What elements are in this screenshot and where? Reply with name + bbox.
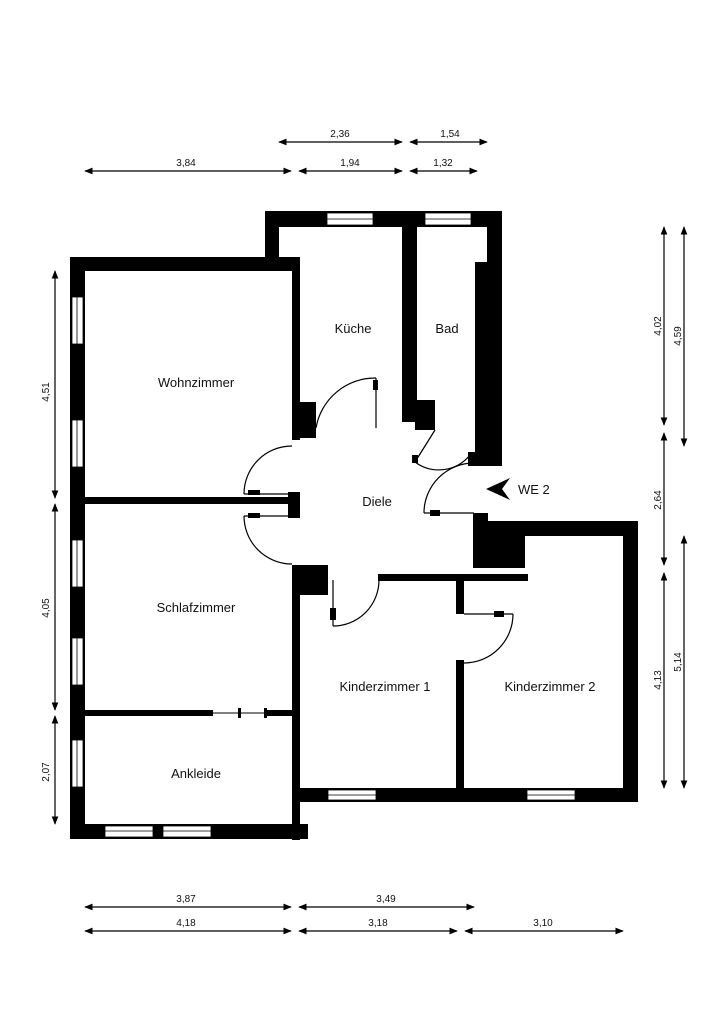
window-schlafzimmer-1 [71,539,84,588]
room-label-diele: Diele [362,494,392,509]
door-arc-schlafzimmer [243,515,293,565]
entrance-marker: WE 2 [486,478,550,500]
door-arc-wohnzimmer [243,445,293,495]
diele-southwest-pier [292,565,328,595]
window-wohnzimmer-1 [71,296,84,345]
window-ankleide-west [71,739,84,788]
bath-east-wall [487,211,502,465]
north-wall-wohnzimmer [70,257,292,271]
dim-label-bottom2-west: 4,18 [176,918,196,929]
bath-south-wall [468,452,502,466]
dim-label-left-wohnzimmer: 4,51 [41,382,52,402]
room-label-kinderzimmer1: Kinderzimmer 1 [339,679,430,694]
dim-label-top2-kueche: 1,94 [340,158,360,169]
door-arc-kueche [315,377,377,429]
kitchen-wall-pier [292,402,316,438]
window-ankleide-south-2 [162,825,212,838]
kinder-divider-upper [456,574,464,614]
dim-label-left-ankleide: 2,07 [41,762,52,782]
dim-label-right-inner-1: 4,02 [653,316,664,336]
room-label-kinderzimmer2: Kinderzimmer 2 [504,679,595,694]
entrance-arrow-icon [486,478,510,500]
dim-label-right-outer-2: 5,14 [673,652,684,672]
window-schlafzimmer-2 [71,637,84,686]
north-wall-kinderzimmer2 [473,521,638,536]
door-arc-kinderzimmer2 [463,613,514,664]
dim-label-bottom2-kinder1: 3,18 [368,918,388,929]
dim-label-bottom1-kinder1: 3,49 [376,894,396,905]
dim-label-right-inner-2: 2,64 [653,490,664,510]
wohn-schlaf-divider [85,497,292,504]
room-labels: Wohnzimmer Küche Bad Diele Schlafzimmer … [157,321,596,781]
room-label-ankleide: Ankleide [171,766,221,781]
windows [71,212,576,838]
entrance-label: WE 2 [518,482,550,497]
dim-label-right-outer-1: 4,59 [673,326,684,346]
dim-label-left-schlafzimmer: 4,05 [41,598,52,618]
dim-label-top1-kueche: 2,36 [330,129,350,140]
window-ankleide-south-1 [104,825,154,838]
room-label-schlafzimmer: Schlafzimmer [157,600,236,615]
bath-east-wall-inner [475,262,490,462]
dim-label-top2-wohnzimmer: 3,84 [176,158,196,169]
bath-wall-pier [415,400,435,430]
door-arc-kinderzimmer1 [332,579,380,627]
kitchen-bath-divider [402,227,417,422]
doors [213,377,514,718]
east-wall-kinderzimmer2 [623,521,638,802]
kinder-divider-lower [456,660,464,790]
door-arc-bad [414,454,471,471]
kitchen-west-wall [292,257,300,440]
dim-label-bottom2-kinder2: 3,10 [533,918,553,929]
room-label-wohnzimmer: Wohnzimmer [158,375,235,390]
diele-west-pier [288,492,300,518]
dim-label-right-inner-3: 4,13 [653,670,664,690]
dim-label-top2-bad: 1,32 [433,158,453,169]
schlaf-ankleide-divider [85,710,213,716]
dim-label-bottom1-west: 3,87 [176,894,196,905]
walls [70,211,638,840]
room-label-bad: Bad [435,321,458,336]
room-label-kueche: Küche [335,321,372,336]
dimension-lines: 2,36 1,54 3,84 1,94 1,32 4,51 4,05 2,07 … [41,129,688,935]
diele-south-wall [378,574,528,581]
door-leaf-bad [414,429,436,463]
door-arc-entrance [423,462,475,514]
dim-label-top1-bad: 1,54 [440,129,460,140]
entry-wall-pier [473,513,488,543]
diele-west-wall-lower [292,565,300,840]
schlaf-ankleide-divider-east [266,710,296,716]
window-wohnzimmer-2 [71,419,84,468]
shaft-block [473,536,525,568]
